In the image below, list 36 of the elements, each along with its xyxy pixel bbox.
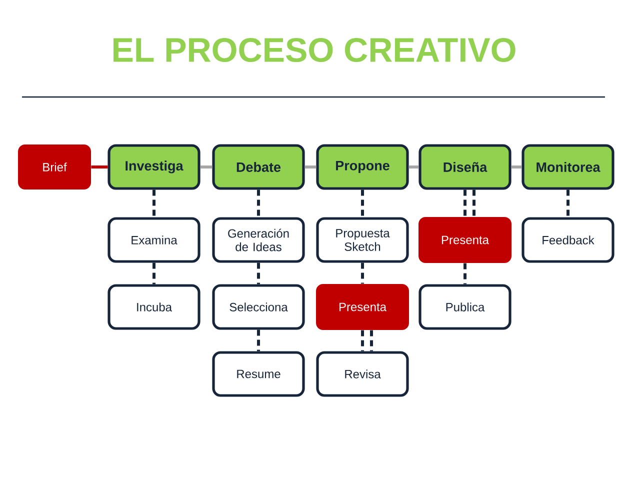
connector [511,166,522,168]
step-box: Presenta [418,217,512,263]
connector [566,190,570,218]
step-box: Resume [212,351,305,397]
connector [361,330,364,352]
connector [152,190,156,218]
connector [370,330,373,352]
connector [464,190,466,217]
step-box: Publica [418,284,512,330]
step-box: Feedback [522,217,614,263]
connector [257,190,260,218]
connector [91,166,108,168]
stage-box: Propone [316,144,409,190]
connector [472,190,476,217]
start-box: Brief [18,144,91,190]
step-box: Revisa [316,351,409,397]
step-box: Selecciona [212,284,305,330]
connector [408,166,419,168]
connector [361,190,364,218]
step-box: Presenta [316,284,409,330]
stage-box: Diseña [418,144,512,190]
title: EL PROCESO CREATIVO [114,38,516,62]
step-box: Incuba [108,284,200,330]
connector [361,262,364,284]
connector [200,166,212,168]
step-box: Examina [108,217,200,263]
stage-box: Investiga [108,144,200,190]
connector [257,262,260,284]
step-box: Generación de Ideas [212,217,305,263]
stage-box: Monitorea [522,144,614,190]
connector [152,262,156,284]
connector [304,166,316,168]
stage-box: Debate [212,144,305,190]
step-box: Propuesta Sketch [316,217,409,263]
connector [257,330,260,352]
connector [464,263,466,284]
